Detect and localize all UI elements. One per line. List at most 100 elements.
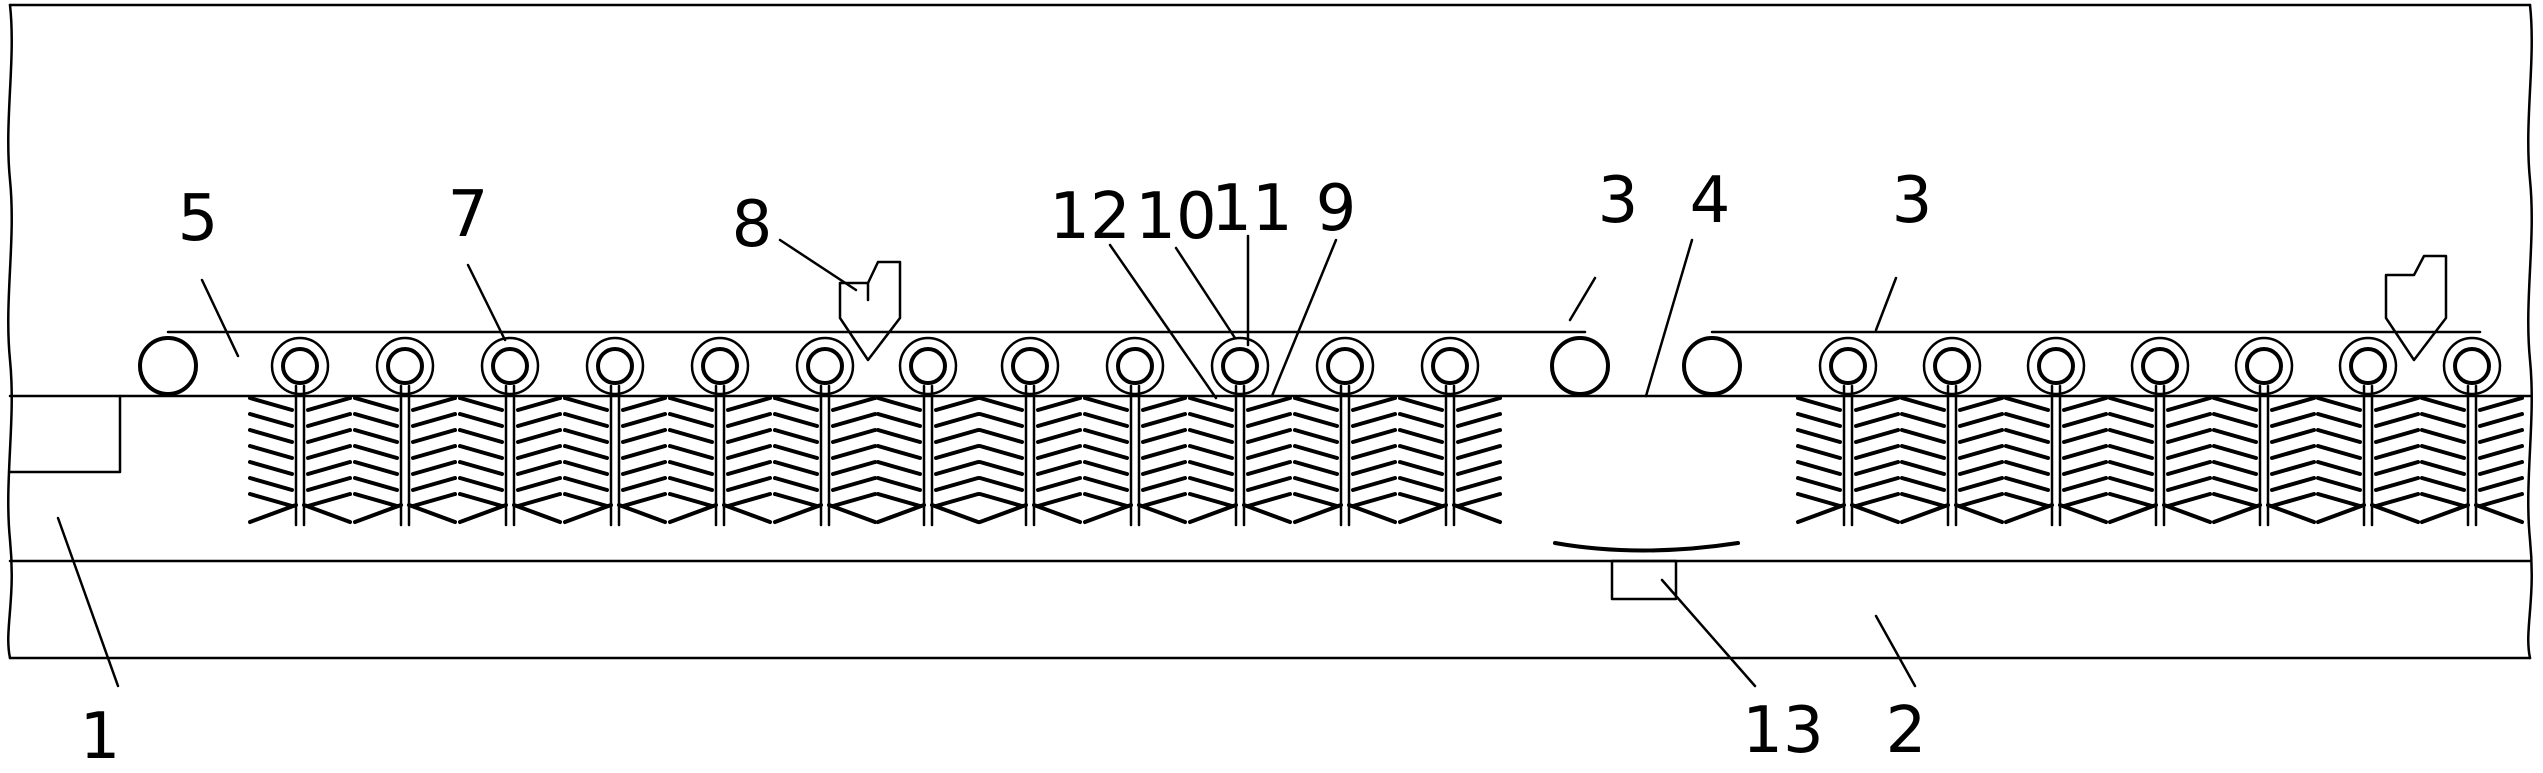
bristle <box>1188 503 1238 524</box>
bristle <box>458 476 504 492</box>
brush-unit <box>458 384 562 527</box>
brush-unit <box>1188 384 1292 527</box>
bristle <box>831 396 877 412</box>
bristle <box>1246 428 1292 444</box>
bristle <box>2474 503 2524 524</box>
bristle <box>411 476 457 492</box>
bristle <box>512 503 562 524</box>
brush-roller-outer <box>2234 336 2294 396</box>
brush-unit <box>668 384 772 527</box>
bristle <box>668 412 714 428</box>
bristle <box>1083 412 1129 428</box>
bristle <box>2062 476 2108 492</box>
bristle <box>726 492 772 508</box>
bristle <box>1796 412 1842 428</box>
bristle <box>1958 460 2004 476</box>
bristle <box>407 503 457 524</box>
bristle <box>1854 428 1900 444</box>
bristle <box>2374 460 2420 476</box>
brush-roller-inner <box>1116 347 1154 385</box>
bristle <box>2166 428 2212 444</box>
bristle <box>621 412 667 428</box>
bristle <box>1188 476 1234 492</box>
bristle <box>1796 476 1842 492</box>
bristle <box>876 396 922 412</box>
leader-8 <box>778 238 858 292</box>
bristle <box>773 412 819 428</box>
bristle <box>2062 444 2108 460</box>
bristle <box>458 396 504 412</box>
bristle <box>2004 444 2050 460</box>
bristle <box>1854 444 1900 460</box>
bristle <box>353 460 399 476</box>
bristle <box>2212 503 2262 524</box>
brush-roller-outer <box>1315 336 1375 396</box>
bristle <box>2316 428 2362 444</box>
bristle <box>516 492 562 508</box>
bristle <box>2108 460 2154 476</box>
bristle <box>876 412 922 428</box>
bristle <box>1036 492 1082 508</box>
bristle <box>1398 444 1444 460</box>
label-9: 9 <box>1316 172 1357 246</box>
bristle <box>1293 503 1343 524</box>
bristle <box>306 476 352 492</box>
bristle <box>726 396 772 412</box>
leader-3a <box>1568 276 1597 322</box>
bristle <box>563 428 609 444</box>
brush-roller-inner <box>2141 347 2179 385</box>
bristle <box>1398 503 1448 524</box>
bristle <box>1242 503 1292 524</box>
label-10: 10 <box>1135 180 1216 254</box>
bristle <box>773 503 823 524</box>
bristle <box>563 460 609 476</box>
label-3a: 3 <box>1598 164 1639 238</box>
bristle <box>1036 460 1082 476</box>
bristle <box>1854 460 1900 476</box>
brush-roller-outer <box>2442 336 2502 396</box>
brush-roller-outer <box>1420 336 1480 396</box>
bristle <box>1083 428 1129 444</box>
leader-1 <box>56 516 120 688</box>
bristle <box>2270 460 2316 476</box>
bristle <box>2062 412 2108 428</box>
label-5: 5 <box>178 182 219 256</box>
leader-10 <box>1174 246 1237 340</box>
bristle <box>1188 396 1234 412</box>
bristle <box>2212 460 2258 476</box>
leader-9 <box>1270 238 1338 398</box>
brush-roller-outer <box>1922 336 1982 396</box>
bristle <box>1398 396 1444 412</box>
bristle <box>1854 492 1900 508</box>
bristle <box>563 412 609 428</box>
bristle <box>1141 428 1187 444</box>
brush-unit <box>1398 384 1502 527</box>
scraper-right <box>2384 254 2448 362</box>
bristle <box>2420 444 2466 460</box>
bristle <box>411 428 457 444</box>
bristle <box>876 444 922 460</box>
bristle <box>2478 492 2524 508</box>
bristle <box>621 428 667 444</box>
brush-unit <box>563 384 667 527</box>
bristle <box>516 428 562 444</box>
bristle <box>2108 444 2154 460</box>
bristle <box>516 476 562 492</box>
brush-roller-outer <box>585 336 645 396</box>
brush-roller-inner <box>701 347 739 385</box>
bristle <box>668 444 714 460</box>
bristle <box>1796 396 1842 412</box>
bristle <box>1246 492 1292 508</box>
bristle <box>248 444 294 460</box>
bristle <box>2212 428 2258 444</box>
bristle <box>621 444 667 460</box>
bristle <box>1958 492 2004 508</box>
bristle <box>1351 492 1397 508</box>
bristle <box>1141 492 1187 508</box>
bristle <box>306 460 352 476</box>
bristle <box>1796 444 1842 460</box>
label-2: 2 <box>1886 694 1927 768</box>
guide-roller <box>1682 336 1742 396</box>
bristle <box>1854 412 1900 428</box>
brush-unit <box>1083 384 1187 527</box>
